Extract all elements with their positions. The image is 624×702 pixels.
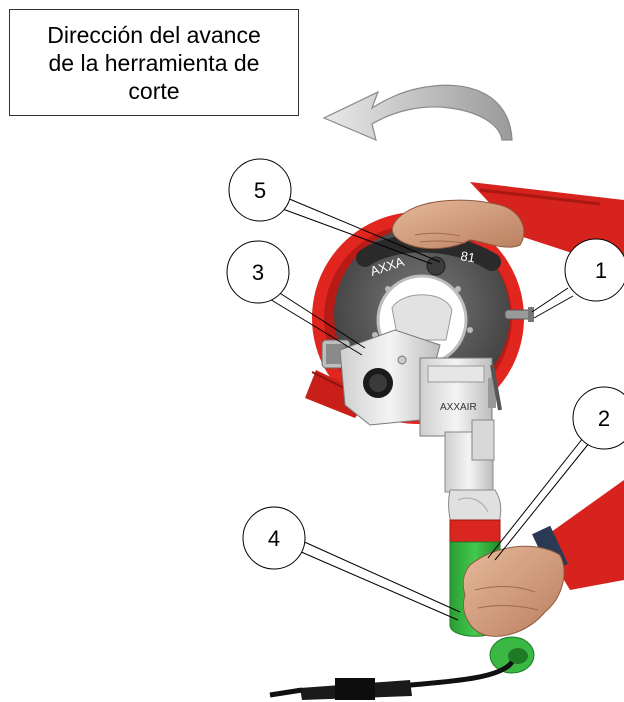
model-label: 81: [459, 248, 476, 265]
direction-arrow: [322, 84, 513, 142]
motor-block: AXXAIR: [419, 357, 502, 437]
leader-2a: [487, 437, 584, 559]
top-hand: [391, 199, 525, 250]
callout-4: 4: [242, 506, 306, 570]
leader-1a: [531, 287, 569, 313]
leader-lines: [267, 197, 591, 621]
callout-1-number: 1: [595, 258, 607, 283]
callout-2-number: 2: [598, 406, 610, 431]
leader-3b: [267, 297, 363, 356]
callout-5-number: 5: [254, 178, 266, 203]
side-knob: [504, 307, 534, 322]
leader-4b: [291, 547, 459, 621]
power-cable: [269, 660, 515, 700]
leader-1b: [533, 295, 574, 319]
tool-holder: [339, 329, 441, 426]
direction-caption-box: Dirección del avance de la herramienta d…: [9, 9, 299, 116]
leader-3a: [274, 289, 366, 349]
leader-4a: [299, 539, 461, 613]
bottom-hand: [462, 480, 624, 637]
motor-label: AXXAIR: [440, 402, 477, 413]
leader-5b: [286, 197, 441, 263]
callout-3: 3: [226, 240, 290, 304]
callout-1: 1: [564, 238, 624, 302]
callout-5: 5: [228, 158, 292, 222]
direction-caption-text: Dirección del avance de la herramienta d…: [47, 21, 261, 104]
callout-4-number: 4: [268, 526, 280, 551]
leader-2b: [494, 441, 591, 561]
callout-3-number: 3: [252, 260, 264, 285]
callout-2: 2: [572, 386, 624, 450]
leader-5a: [279, 207, 433, 265]
top-knob: [426, 256, 446, 276]
